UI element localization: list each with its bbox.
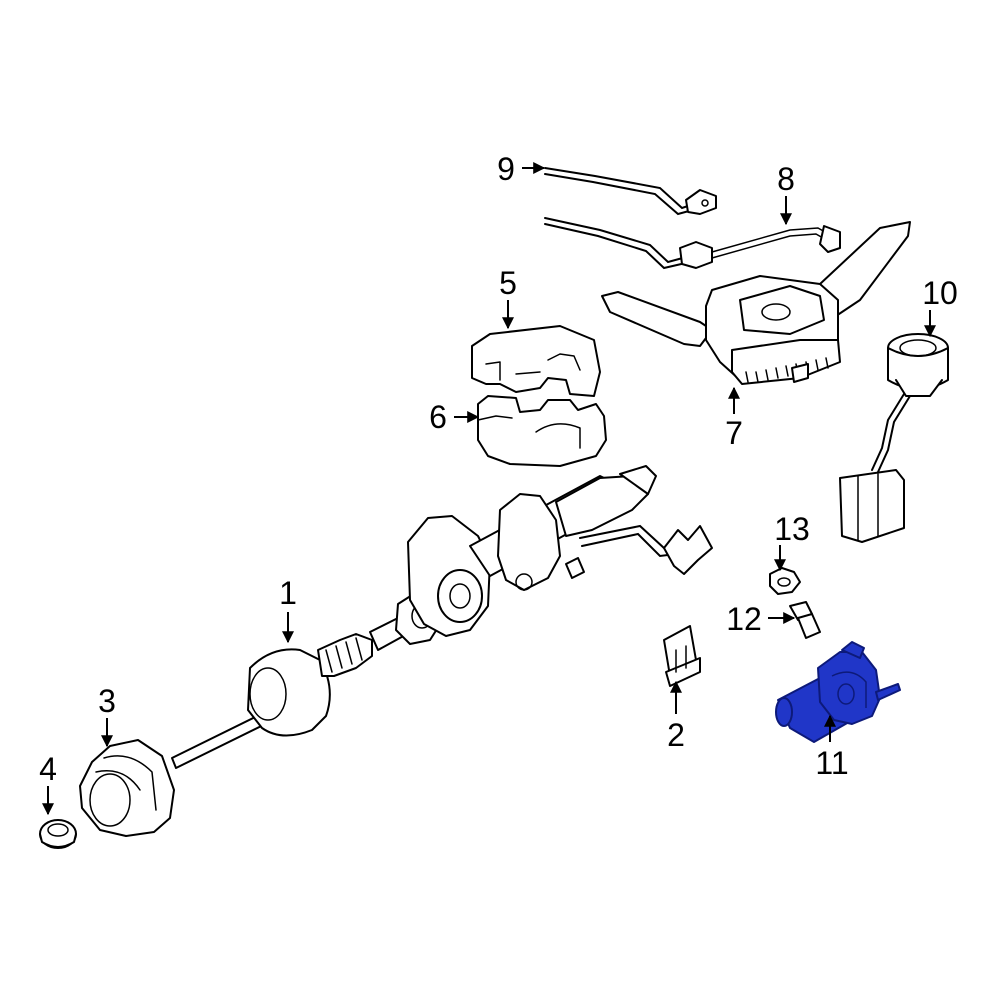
callout-8[interactable]: 8 xyxy=(777,161,795,197)
callout-2[interactable]: 2 xyxy=(667,717,685,753)
part-10-ignition-switch[interactable] xyxy=(839,333,949,543)
callout-3[interactable]: 3 xyxy=(98,683,116,719)
callout-1[interactable]: 1 xyxy=(279,575,297,611)
callout-4[interactable]: 4 xyxy=(39,751,57,787)
part-13-nut[interactable] xyxy=(769,567,801,595)
callout-9[interactable]: 9 xyxy=(497,151,515,187)
part-12-bolt[interactable] xyxy=(789,601,821,639)
part-4-cap[interactable] xyxy=(39,819,77,849)
part-5-upper-shroud[interactable] xyxy=(471,325,601,397)
part-2-bracket[interactable] xyxy=(663,625,701,687)
callout-6[interactable]: 6 xyxy=(429,399,447,435)
callout-leaders xyxy=(42,162,936,816)
part-7-combination-switch[interactable] xyxy=(601,221,911,385)
part-6-lower-shroud[interactable] xyxy=(477,395,607,467)
callout-10[interactable]: 10 xyxy=(922,275,958,311)
part-1-steering-column[interactable] xyxy=(171,465,713,769)
callout-labels: 1 2 3 4 5 6 7 8 9 10 11 12 13 xyxy=(39,151,958,787)
callout-13[interactable]: 13 xyxy=(774,511,810,547)
callout-7[interactable]: 7 xyxy=(725,415,743,451)
part-3-dust-boot[interactable] xyxy=(79,739,175,837)
part-9-rod[interactable] xyxy=(544,167,717,216)
callout-12[interactable]: 12 xyxy=(726,601,762,637)
part-11-lock-cylinder[interactable] xyxy=(775,641,901,743)
callout-11[interactable]: 11 xyxy=(815,745,848,781)
callout-5[interactable]: 5 xyxy=(499,265,517,301)
part-8-rod-cable[interactable] xyxy=(544,217,841,270)
